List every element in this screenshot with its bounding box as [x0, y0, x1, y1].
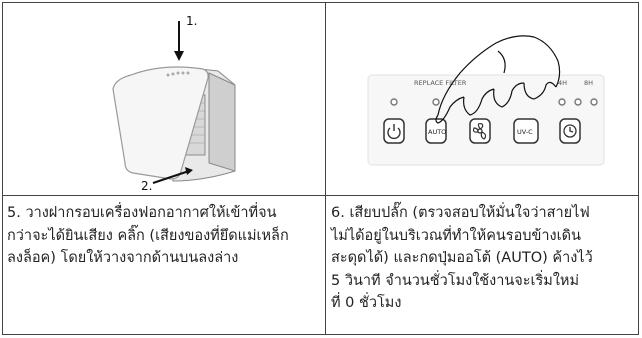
instruction-table: 1. 2. REP	[2, 2, 639, 335]
fan-icon	[472, 122, 487, 140]
step6-line: สะดุดได้) และกดปุ่มออโต้ (AUTO) ค้างไว้	[331, 250, 593, 266]
step6-illustration: REPLACE FILTER 4H 8H AUTO	[326, 3, 638, 195]
step5-text: 5. วางฝากรอบเครื่องฟอกอากาศให้เข้าที่จน …	[7, 202, 325, 270]
step6-text: 6. เสียบปลั๊ก (ตรวจสอบให้มั่นใจว่าสายไฟ …	[331, 202, 636, 315]
step5-line: กว่าจะได้ยินเสียง คลิ๊ก (เสียงของที่ยึดแ…	[7, 227, 289, 244]
row-divider	[3, 195, 638, 196]
air-purifier-cover-image: 1. 2.	[112, 14, 236, 193]
step5-illustration: 1. 2.	[3, 3, 325, 195]
label-2: 2.	[141, 179, 152, 193]
auto-button-label: AUTO	[428, 128, 446, 136]
step6-line: 5 วินาที จำนวนชั่วโมงใช้งานจะเริ่มใหม่	[331, 272, 580, 289]
replace-filter-label: REPLACE FILTER	[414, 79, 467, 87]
step5-line: ลงล็อค) โดยให้วางจากด้านบนลงล่าง	[7, 250, 239, 266]
clock-icon	[563, 124, 577, 138]
label-1: 1.	[186, 14, 197, 28]
step6-line: ที่ 0 ชั่วโมง	[331, 295, 402, 311]
uvc-button	[513, 118, 539, 144]
uvc-button-label: UV-C	[517, 128, 533, 136]
cover-panel	[112, 66, 209, 180]
arrow-diagonal	[152, 170, 190, 184]
timer-8h-label: 8H	[584, 79, 593, 87]
timer-4h-label: 4H	[558, 79, 567, 87]
column-divider	[325, 3, 326, 334]
fan-button	[469, 118, 491, 144]
hand-pointer-illustration	[435, 35, 561, 124]
step6-line: ไม่ได้อยู่ในบริเวณที่ทำให้คนรอบข้างเดิน	[331, 227, 581, 244]
control-panel-image: REPLACE FILTER 4H 8H AUTO	[367, 35, 605, 166]
step6-line: 6. เสียบปลั๊ก (ตรวจสอบให้มั่นใจว่าสายไฟ	[331, 205, 590, 221]
power-icon	[387, 124, 401, 140]
step5-line: 5. วางฝากรอบเครื่องฟอกอากาศให้เข้าที่จน	[7, 205, 277, 221]
